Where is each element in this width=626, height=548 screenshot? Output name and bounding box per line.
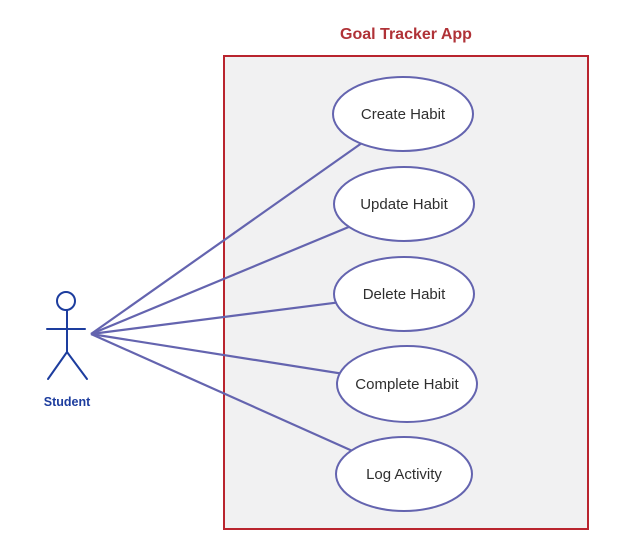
use-case-ellipse[interactable] (333, 256, 475, 332)
use-case-label: Log Activity (366, 466, 442, 483)
use-case-ellipse[interactable] (335, 436, 473, 512)
use-case-ellipse[interactable] (333, 166, 475, 242)
actor-label: Student (44, 395, 91, 409)
use-case-ellipse[interactable] (336, 345, 478, 423)
use-case-ellipse[interactable] (332, 76, 474, 152)
diagram-title: Goal Tracker App (340, 26, 472, 43)
use-case-complete-habit[interactable]: Complete Habit (336, 345, 478, 423)
use-case-label: Delete Habit (363, 286, 446, 303)
use-case-create-habit[interactable]: Create Habit (332, 76, 474, 152)
use-case-label: Complete Habit (355, 376, 459, 393)
actor-leg-left (47, 351, 68, 380)
use-case-label: Update Habit (360, 196, 448, 213)
association-student-create-habit (90, 113, 404, 335)
use-case-update-habit[interactable]: Update Habit (333, 166, 475, 242)
actor-leg-right (66, 351, 88, 380)
use-case-log-activity[interactable]: Log Activity (335, 436, 473, 512)
use-case-label: Create Habit (361, 106, 446, 123)
actor-head (56, 291, 76, 311)
use-case-delete-habit[interactable]: Delete Habit (333, 256, 475, 332)
actor-student[interactable]: Student (44, 291, 91, 409)
